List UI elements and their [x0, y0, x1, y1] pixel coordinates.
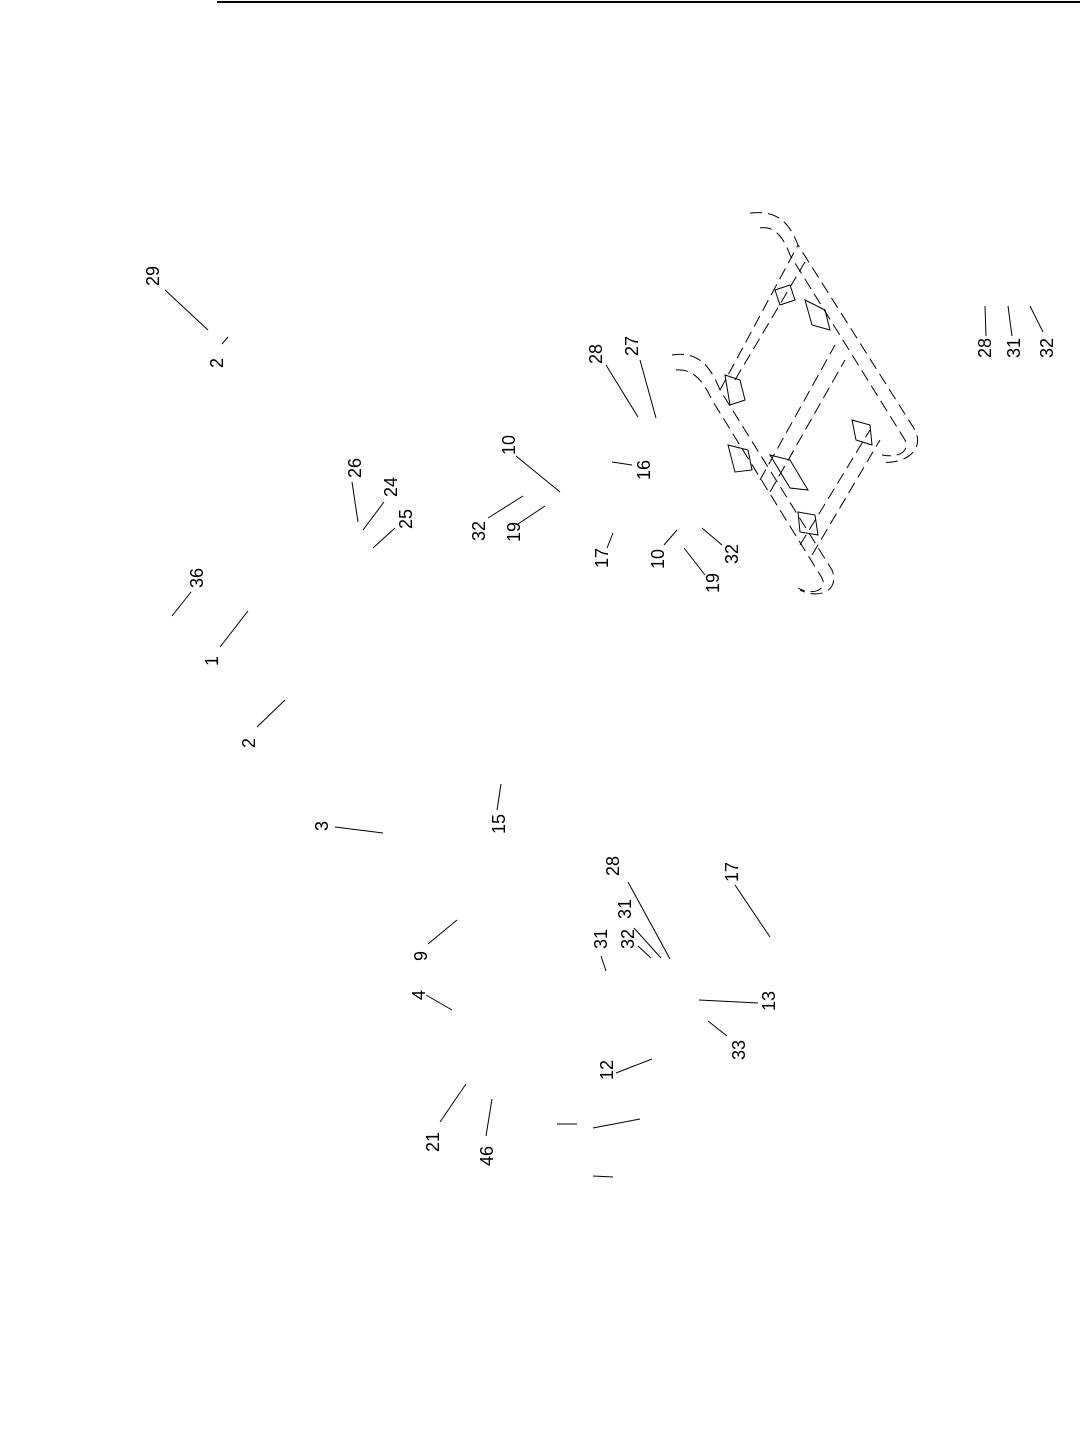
callout-17-a: 17 — [592, 548, 612, 568]
callout-19-a: 19 — [504, 522, 524, 542]
callout-2-mid: 2 — [239, 738, 259, 748]
callout-36: 36 — [187, 568, 207, 588]
callout-1: 1 — [202, 656, 222, 666]
callout-13: 13 — [759, 991, 779, 1011]
callout-19-b: 19 — [703, 573, 723, 593]
leader-lines — [164, 289, 1044, 1178]
callout-10-b: 10 — [648, 549, 668, 569]
callout-31-a: 31 — [1004, 338, 1024, 358]
callouts: 29 2 28 27 10 16 26 24 25 32 19 17 10 32… — [143, 266, 1057, 1166]
callout-10-a: 10 — [499, 435, 519, 455]
callout-17-b: 17 — [722, 862, 742, 882]
callout-31-c: 31 — [591, 929, 611, 949]
callout-24: 24 — [381, 477, 401, 497]
callout-2-top: 2 — [207, 358, 227, 368]
callout-46: 46 — [477, 1146, 497, 1166]
callout-25: 25 — [396, 509, 416, 529]
callout-15: 15 — [489, 814, 509, 834]
callout-9: 9 — [411, 951, 431, 961]
callout-3: 3 — [312, 821, 332, 831]
callout-16: 16 — [634, 460, 654, 480]
callout-27: 27 — [622, 336, 642, 356]
callout-31-b: 31 — [615, 899, 635, 919]
callout-28-a: 28 — [586, 344, 606, 364]
callout-32-a: 32 — [469, 521, 489, 541]
callout-29: 29 — [143, 266, 163, 286]
callout-12: 12 — [597, 1060, 617, 1080]
callout-28-b: 28 — [975, 338, 995, 358]
callout-32-b: 32 — [722, 544, 742, 564]
callout-28-c: 28 — [603, 856, 623, 876]
frame-assembly — [671, 212, 918, 595]
callout-4: 4 — [409, 990, 429, 1000]
callout-33: 33 — [729, 1040, 749, 1060]
callout-21: 21 — [423, 1132, 443, 1152]
callout-32-c: 32 — [1037, 338, 1057, 358]
callout-26: 26 — [345, 458, 365, 478]
callout-32-d: 32 — [618, 929, 638, 949]
